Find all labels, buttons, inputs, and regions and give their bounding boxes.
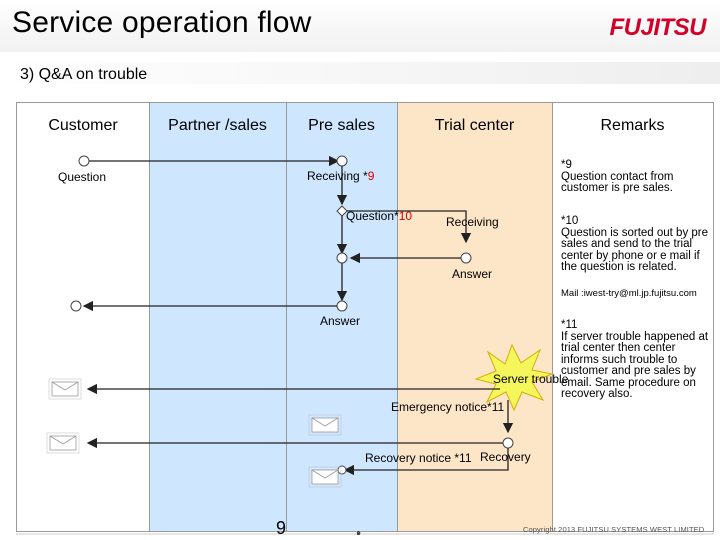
lane-header-customer: Customer	[48, 117, 118, 134]
lane-header-trial: Trial center	[434, 117, 515, 134]
mail-icon	[308, 414, 342, 436]
lane-remarks	[552, 103, 713, 531]
label-recovery-notice: Recovery notice *11	[365, 451, 472, 465]
lane-header-remarks: Remarks	[600, 117, 665, 134]
ref-10: 10	[398, 209, 413, 223]
node-customer-question	[78, 155, 90, 167]
remark-9-body: Question contact from customer is pre sa…	[561, 170, 674, 194]
page-number: 9	[276, 518, 287, 538]
diagram-frame	[16, 102, 714, 532]
label-answer-2: Answer	[320, 314, 361, 328]
remark-10-head: *10	[561, 215, 579, 227]
label-receiving-9: Receiving *9	[307, 169, 374, 183]
node-presales-answer	[336, 252, 348, 264]
node-trial-recovery	[502, 437, 514, 449]
section-title: 3) Q&A on trouble	[20, 66, 148, 83]
lane-header-presales: Pre sales	[308, 117, 375, 134]
arrow-recovery-notice	[343, 448, 509, 476]
header-bar	[0, 0, 720, 52]
remark-11: *11 If server trouble happened at trial …	[561, 319, 711, 401]
label-receiving: Receiving	[446, 215, 499, 229]
remark-9: *9 Question contact from customer is pre…	[561, 159, 711, 195]
label-question: Question	[58, 170, 107, 184]
server-trouble-burst	[474, 343, 554, 412]
remark-11-head: *11	[561, 319, 578, 331]
lane-trial	[397, 103, 552, 531]
remark-10-mail: Mail :iwest-try@ml.jp.fujitsu.com	[561, 288, 697, 299]
copyright: Copyright 2013 FUJITSU SYSTEMS WEST LIMI…	[523, 525, 705, 534]
mail-icon	[308, 466, 342, 488]
receiving-text: Receiving *	[307, 169, 368, 183]
label-server-trouble: Server trouble	[493, 372, 569, 386]
label-answer-1: Answer	[452, 267, 493, 281]
mail-icon	[46, 432, 80, 454]
label-question-10: Question*10	[346, 209, 412, 223]
label-recovery: Recovery	[480, 450, 531, 464]
lane-header-partner: Partner /sales	[168, 117, 267, 134]
mail-icon	[48, 378, 82, 400]
remark-10: *10 Question is sorted out by pre sales …	[561, 215, 711, 274]
lane-partner	[149, 103, 286, 531]
subheader-bar	[0, 62, 720, 84]
node-trial-receiving	[460, 252, 472, 264]
ref-9: 9	[367, 169, 375, 183]
node-presales-answer2	[336, 300, 348, 312]
label-emergency: Emergency notice*11	[391, 400, 505, 414]
footer-mark: ๑	[356, 528, 362, 537]
lane-customer	[17, 103, 149, 531]
fujitsu-logo: FUJITSU	[609, 14, 706, 41]
remark-10-body: Question is sorted out by pre sales and …	[561, 226, 709, 273]
remark-11-body: If server trouble happened at trial cent…	[561, 330, 709, 400]
arrow-to-trial	[347, 210, 472, 244]
question10-text: Question*	[346, 209, 399, 223]
node-presales-receiving	[336, 155, 348, 167]
remark-9-head: *9	[561, 159, 572, 171]
node-customer-answer	[70, 300, 82, 312]
page-title: Service operation flow	[12, 6, 312, 39]
